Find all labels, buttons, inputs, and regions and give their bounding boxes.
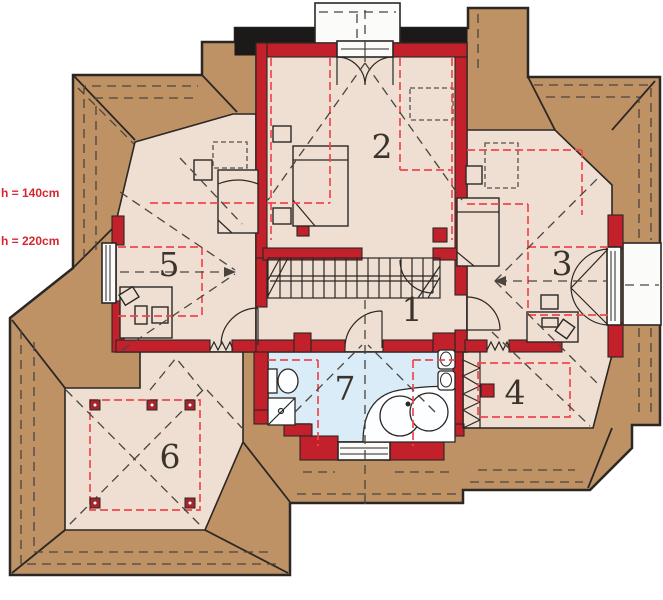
- chimney-room2: [296, 225, 310, 237]
- door-room5: [220, 307, 259, 346]
- nightstand-room2-b: [272, 207, 292, 225]
- door-room3: [466, 296, 501, 331]
- door-swing-room3-balcony: [570, 248, 609, 326]
- height-labels: h = 140cm h = 220cm: [1, 186, 59, 248]
- room-number-7: 7: [335, 369, 356, 408]
- room-number-4: 4: [505, 373, 526, 412]
- chair-room3: [554, 318, 576, 340]
- nightstand-room3: [465, 165, 483, 185]
- balcony-top: [314, 2, 401, 47]
- balcony-door-room3: [606, 246, 622, 326]
- bed-room3: [456, 197, 500, 267]
- shelving-room4: [462, 351, 481, 429]
- furniture: [118, 87, 579, 429]
- staircase: [267, 257, 441, 299]
- chimney-hall: [293, 332, 312, 353]
- height-label-220: h = 220cm: [1, 234, 59, 248]
- window-bathroom: [337, 441, 391, 461]
- room6-posts: [89, 399, 196, 509]
- height-label-140: h = 140cm: [1, 186, 59, 200]
- height-line-room4: [477, 362, 571, 418]
- room-number-5: 5: [159, 245, 180, 284]
- balcony-right: [622, 242, 662, 326]
- wardrobe-room2: [409, 87, 454, 121]
- roof-projection-dashes: [65, 10, 606, 529]
- height-line-room6: [89, 399, 201, 511]
- room-number-1: 1: [402, 290, 423, 329]
- stair-handrail: [270, 275, 438, 282]
- door-bathroom: [344, 310, 383, 349]
- balconies: [314, 2, 662, 326]
- windows-doors: [101, 40, 622, 461]
- room-number-6: 6: [160, 437, 181, 476]
- door-swing-room2-balcony: [336, 56, 394, 86]
- floor-room6-gazebo: [64, 351, 244, 531]
- floor-areas: [64, 42, 613, 531]
- stair-treads: [279, 258, 424, 298]
- room-numbers: 1 2 3 4 5 6 7: [159, 127, 573, 476]
- bed-room2: [292, 145, 349, 227]
- nightstand-room5: [193, 159, 213, 181]
- wardrobe-room5: [212, 141, 248, 169]
- height-lines-red: [89, 58, 608, 511]
- floor-center-block: [255, 42, 468, 353]
- accordion-door-left: [209, 340, 234, 352]
- room-number-3: 3: [552, 244, 573, 283]
- wardrobe-room3: [484, 142, 519, 189]
- room-number-2: 2: [372, 127, 393, 166]
- chair-room5: [118, 285, 140, 307]
- shower: [267, 397, 296, 426]
- nightstand-room2-a: [272, 125, 292, 143]
- accordion-door-room4: [486, 340, 511, 352]
- window-room5: [101, 242, 117, 304]
- toilet: [267, 368, 299, 394]
- chimney-room4: [480, 383, 495, 398]
- balcony-top-dashes: [319, 11, 396, 44]
- chimney-stairs: [432, 227, 448, 243]
- stair-winders: [267, 257, 441, 299]
- roof-overhang-dashes: [20, 14, 652, 565]
- bathroom-fixtures: [267, 349, 456, 443]
